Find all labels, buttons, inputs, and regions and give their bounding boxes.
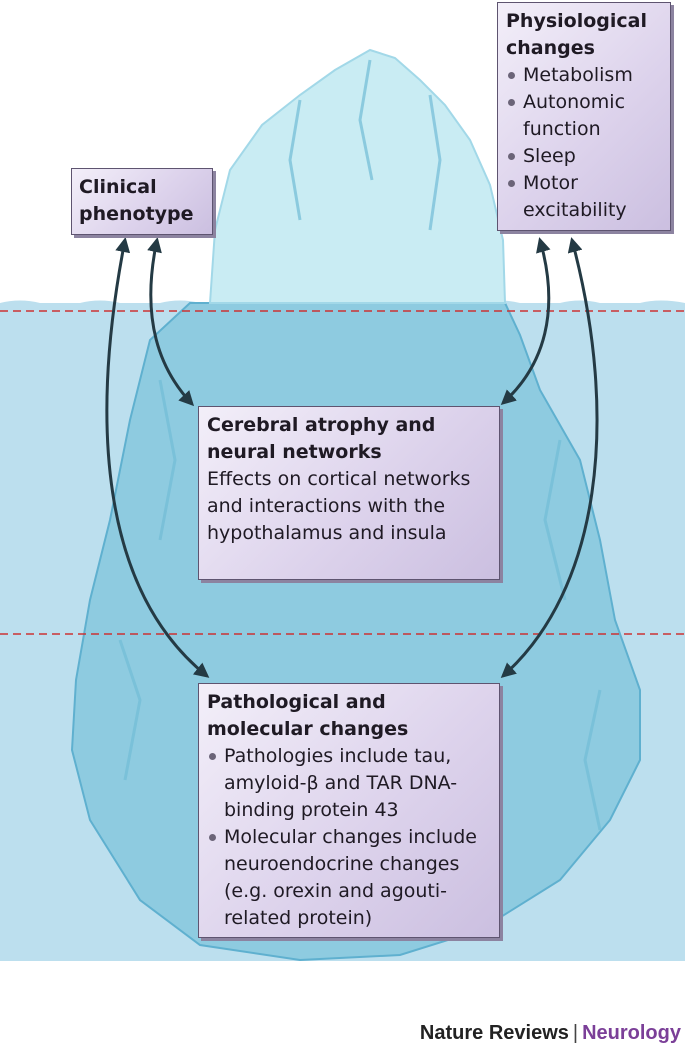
list-item: Autonomic function	[506, 89, 662, 143]
list-item: Motor excitability	[506, 170, 662, 224]
list-item: Pathologies include tau, amyloid-β and T…	[207, 743, 491, 824]
clinical-phenotype-title: Clinical phenotype	[79, 176, 194, 225]
credit-separator: |	[572, 1022, 579, 1044]
physiological-changes-list: Metabolism Autonomic function Sleep Moto…	[506, 62, 662, 224]
box-clinical-phenotype: Clinical phenotype	[71, 168, 213, 235]
arrow-clinical-to-cerebral	[147, 237, 195, 407]
list-item: Metabolism	[506, 62, 662, 89]
arrow-physiological-to-pathological	[500, 237, 599, 678]
cerebral-atrophy-description: Effects on cortical networks and interac…	[207, 468, 471, 544]
pathological-molecular-list: Pathologies include tau, amyloid-β and T…	[207, 743, 491, 932]
pathological-molecular-title: Pathological and molecular changes	[207, 691, 409, 740]
journal-name: Neurology	[582, 1022, 681, 1044]
list-item: Molecular changes include neuroendocrine…	[207, 824, 491, 932]
arrow-clinical-to-pathological	[105, 237, 210, 678]
iceberg-above-water	[208, 48, 507, 304]
box-pathological-molecular: Pathological and molecular changes Patho…	[198, 683, 500, 938]
list-item: Sleep	[506, 143, 662, 170]
physiological-changes-title: Physiological changes	[506, 10, 647, 59]
cerebral-atrophy-title: Cerebral atrophy and neural networks	[207, 414, 436, 463]
journal-credit: Nature Reviews|Neurology	[420, 1022, 681, 1045]
box-cerebral-atrophy: Cerebral atrophy and neural networks Eff…	[198, 406, 500, 580]
publisher-name: Nature Reviews	[419, 1022, 569, 1044]
box-physiological-changes: Physiological changes Metabolism Autonom…	[497, 2, 671, 231]
